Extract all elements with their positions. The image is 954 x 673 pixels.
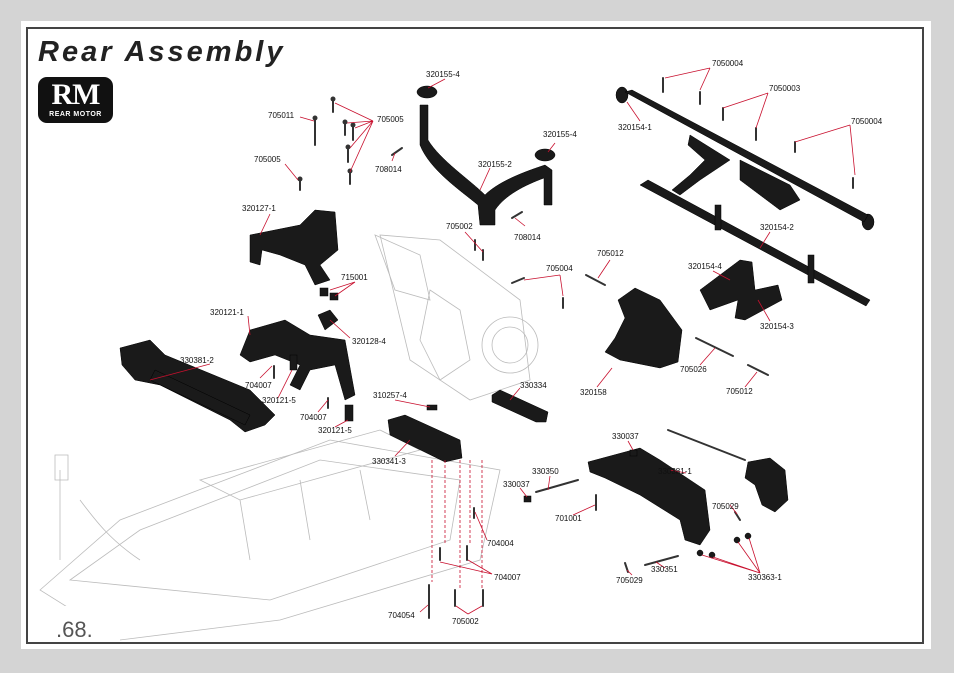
badge-sub-text: REAR MOTOR — [49, 111, 102, 118]
part-330381-1 — [587, 429, 789, 546]
label-330037-b: 330037 — [503, 480, 530, 489]
label-704007: 704007 — [245, 381, 272, 390]
label-330334: 330334 — [520, 381, 547, 390]
part-330341-3 — [387, 414, 463, 463]
part-320154 — [615, 86, 875, 321]
page-title: Rear Assembly — [38, 36, 286, 68]
label-320155-4: 320155-4 — [426, 70, 460, 79]
label-705026: 705026 — [680, 365, 707, 374]
label-320121-1: 320121-1 — [210, 308, 244, 317]
label-708014-b: 708014 — [514, 233, 541, 242]
label-705004: 705004 — [546, 264, 573, 273]
label-320154-4: 320154-4 — [688, 262, 722, 271]
label-330381-1: 330381-1 — [658, 467, 692, 476]
part-320158 — [604, 287, 683, 369]
label-708014: 708014 — [375, 165, 402, 174]
label-701001: 701001 — [555, 514, 582, 523]
label-330351: 330351 — [651, 565, 678, 574]
label-705012-b: 705012 — [726, 387, 753, 396]
badge-main-text: RM — [51, 78, 101, 111]
label-705002-b: 705002 — [452, 617, 479, 626]
label-320121-5-b: 320121-5 — [318, 426, 352, 435]
label-705005-b: 705005 — [254, 155, 281, 164]
label-705029: 705029 — [712, 502, 739, 511]
label-7050004: 7050004 — [712, 59, 744, 68]
label-704007-b: 704007 — [300, 413, 327, 422]
label-310257-4: 310257-4 — [373, 391, 407, 400]
label-705012: 705012 — [597, 249, 624, 258]
label-715001: 715001 — [341, 273, 368, 282]
label-320154-3: 320154-3 — [760, 322, 794, 331]
label-320155-2: 320155-2 — [478, 160, 512, 169]
label-705029-b: 705029 — [616, 576, 643, 585]
label-704007-c: 704007 — [494, 573, 521, 582]
label-705011: 705011 — [268, 111, 295, 120]
label-330381-2: 330381-2 — [180, 356, 214, 365]
label-320121-5: 320121-5 — [262, 396, 296, 405]
leader-lines — [149, 67, 856, 615]
label-705002: 705002 — [446, 222, 473, 231]
label-330350: 330350 — [532, 467, 559, 476]
part-labels: 320155-4 705011 705005 705005 708014 320… — [180, 59, 883, 626]
part-330334 — [491, 389, 549, 423]
part-330381-2 — [119, 339, 276, 433]
part-320155 — [416, 85, 556, 226]
label-330363-1: 330363-1 — [748, 573, 782, 582]
label-704054: 704054 — [388, 611, 415, 620]
label-320158: 320158 — [580, 388, 607, 397]
label-320155-4-b: 320155-4 — [543, 130, 577, 139]
label-330341-3: 330341-3 — [372, 457, 406, 466]
label-320128-4: 320128-4 — [352, 337, 386, 346]
part-320127-1 — [249, 209, 339, 286]
rear-motor-badge: RM REAR MOTOR — [38, 77, 113, 123]
page-frame — [26, 27, 924, 644]
page-number-box — [28, 606, 120, 642]
label-7050004-b: 7050004 — [851, 117, 883, 126]
label-704004: 704004 — [487, 539, 514, 548]
hardware — [273, 77, 854, 619]
label-320127-1: 320127-1 — [242, 204, 276, 213]
label-320154-2: 320154-2 — [760, 223, 794, 232]
label-320154-1: 320154-1 — [618, 123, 652, 132]
chassis-outline — [39, 234, 539, 641]
label-7050003: 7050003 — [769, 84, 801, 93]
part-320121-1 — [239, 309, 356, 422]
page-number: .68. — [56, 617, 93, 642]
label-330037: 330037 — [612, 432, 639, 441]
label-705005: 705005 — [377, 115, 404, 124]
